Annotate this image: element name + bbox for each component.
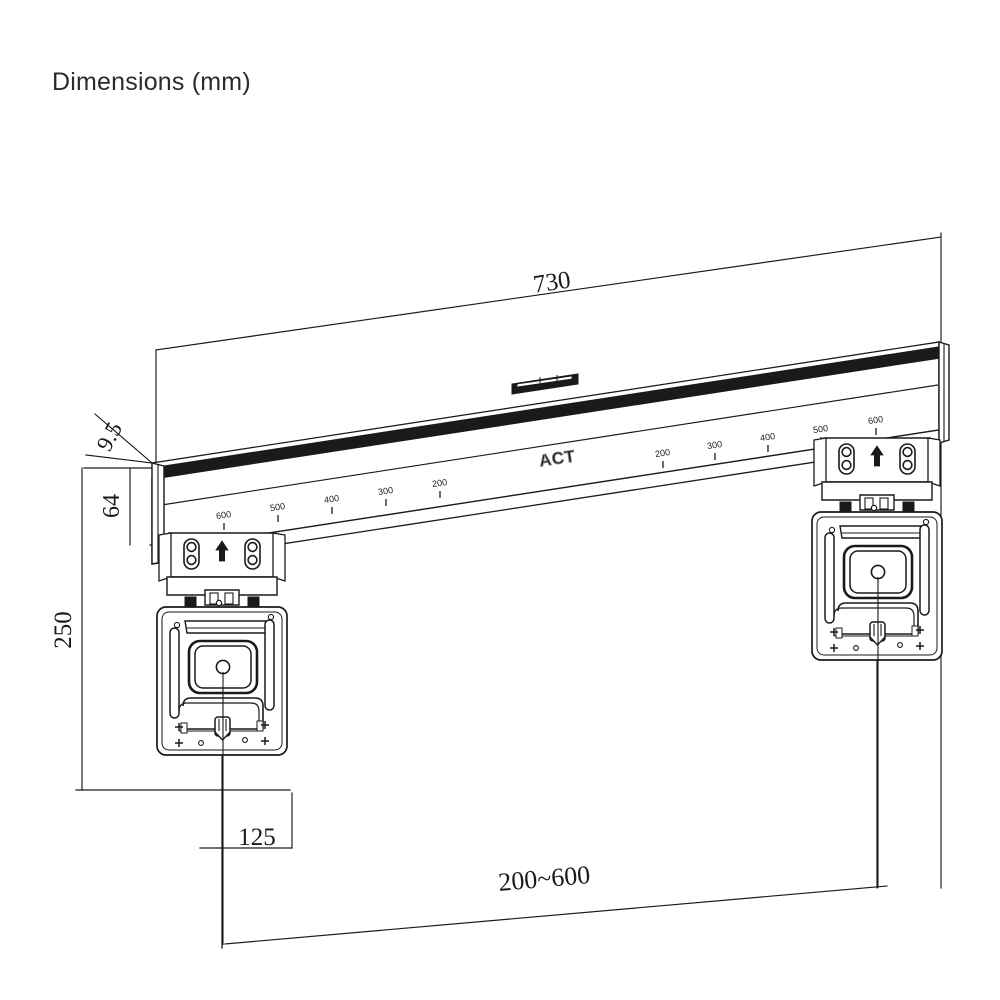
dimension-label-9-5: 9.5 <box>92 418 128 455</box>
scale-tick-front-400: 400 <box>323 493 340 514</box>
scale-tick-front-300: 300 <box>377 485 394 506</box>
rail-center-clamp <box>511 373 579 395</box>
right-bracket-geometry <box>810 436 944 662</box>
page-title: Dimensions (mm) <box>52 68 251 96</box>
svg-text:400: 400 <box>759 431 775 443</box>
left-bracket[interactable] <box>155 531 289 757</box>
front-rail-scale: 600 500 400 300 200 <box>215 477 448 530</box>
dimension-label-250: 250 <box>50 611 77 649</box>
rear-rail-scale: 200 300 400 500 600 <box>654 414 884 468</box>
leader-line-9-5-tail <box>85 454 153 464</box>
main-rail <box>151 341 950 565</box>
dimension-label-200-600: 200~600 <box>497 860 591 897</box>
svg-text:500: 500 <box>812 423 828 435</box>
svg-text:400: 400 <box>323 493 339 505</box>
svg-text:300: 300 <box>377 485 393 497</box>
dimension-line-200-600 <box>224 885 888 945</box>
svg-text:300: 300 <box>706 439 722 451</box>
left-bracket-geometry <box>155 531 289 757</box>
svg-text:600: 600 <box>215 509 231 521</box>
svg-text:600: 600 <box>867 414 883 426</box>
svg-text:200: 200 <box>431 477 447 489</box>
center-clamp-slot-a <box>516 375 573 388</box>
scale-tick-front-600: 600 <box>215 509 232 530</box>
scale-tick-rear-300: 300 <box>706 439 723 460</box>
scale-tick-rear-400: 400 <box>759 431 776 452</box>
dimension-label-64: 64 <box>99 494 125 518</box>
scale-tick-front-500: 500 <box>269 501 286 522</box>
leader-line-9-5 <box>94 413 153 464</box>
dimension-line-730 <box>155 236 942 351</box>
scale-tick-rear-200: 200 <box>654 447 671 468</box>
dimension-label-730: 730 <box>531 267 572 299</box>
rail-groove-line <box>154 384 939 507</box>
center-reference-overlay <box>222 577 879 945</box>
dimension-label-125: 125 <box>238 824 276 851</box>
svg-text:500: 500 <box>269 501 285 513</box>
brand-logo: ACT <box>538 447 577 471</box>
scale-tick-rear-600: 600 <box>867 414 884 435</box>
scale-tick-front-200: 200 <box>431 477 448 498</box>
svg-text:200: 200 <box>654 447 670 459</box>
right-bracket[interactable] <box>810 436 944 662</box>
